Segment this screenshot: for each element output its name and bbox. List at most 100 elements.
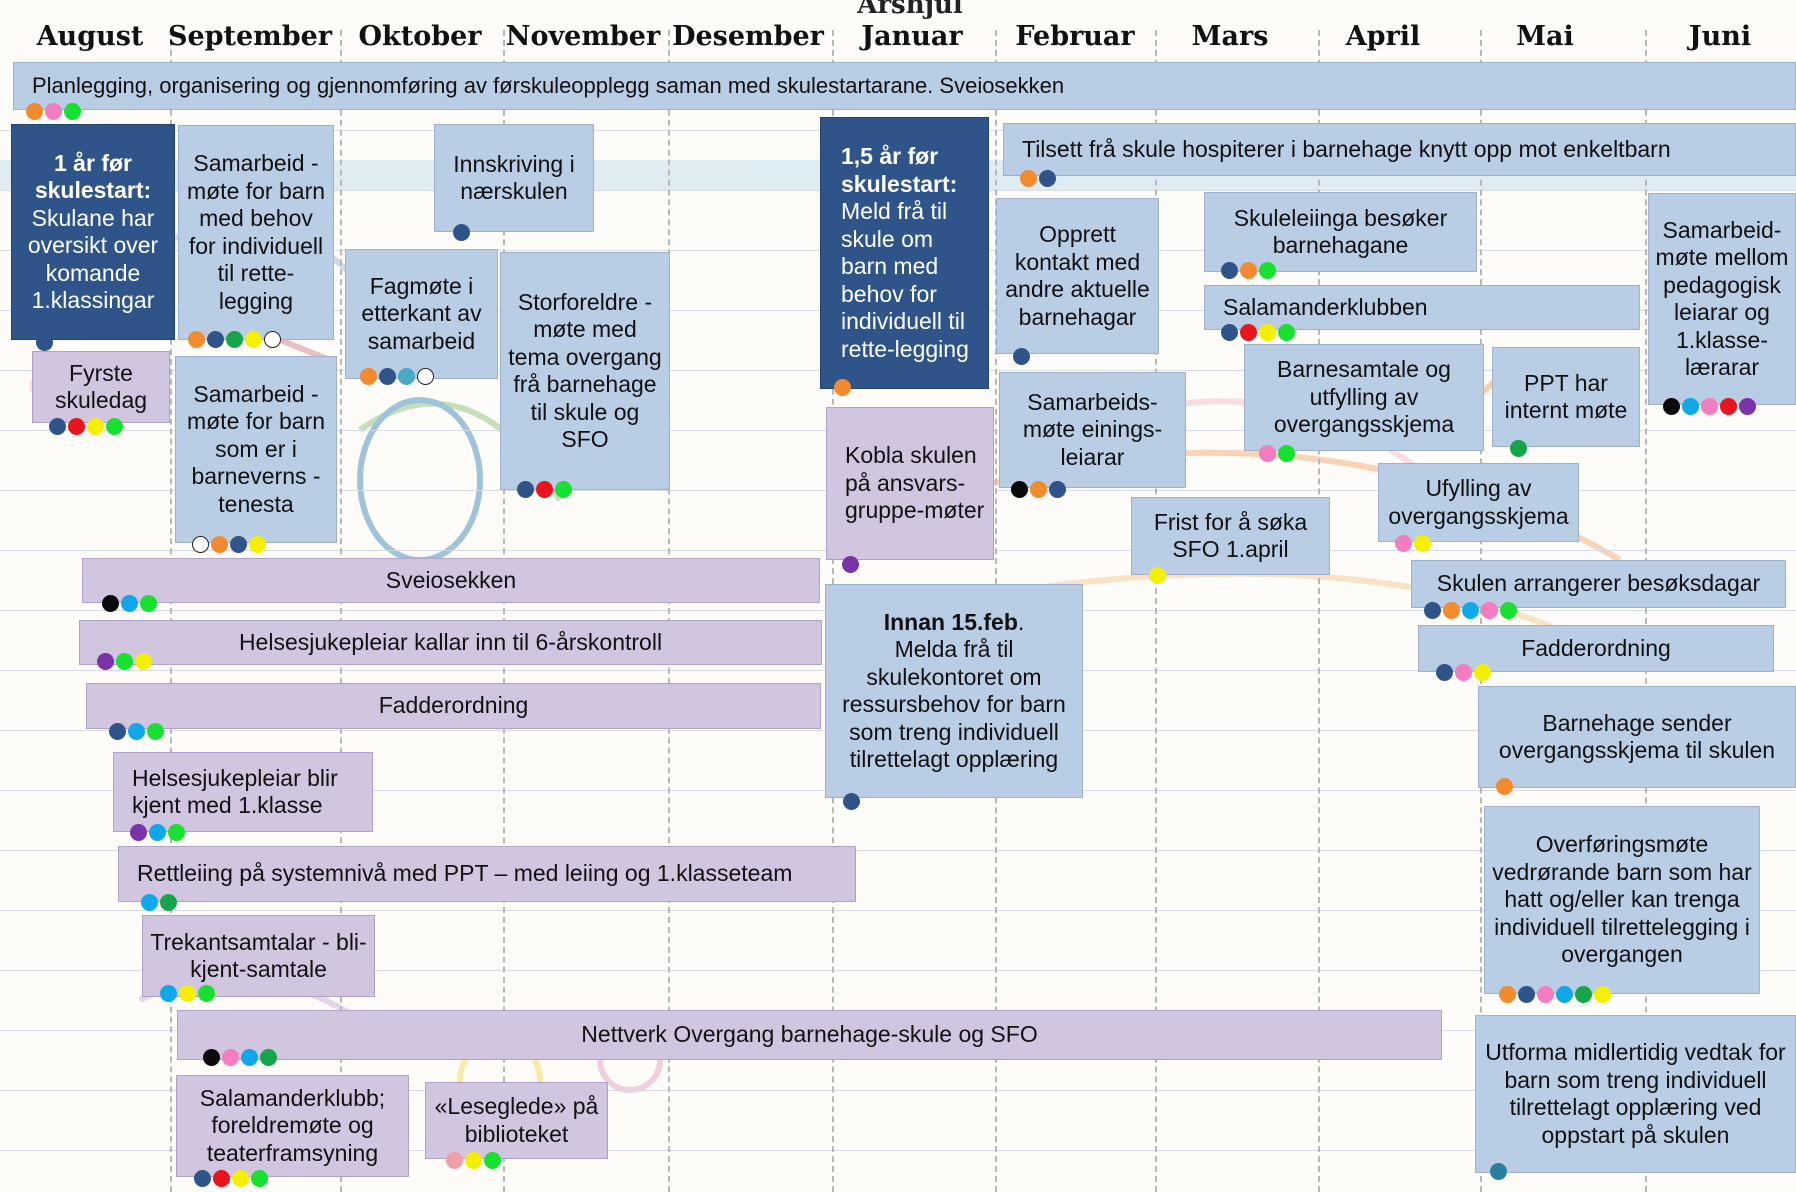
page-title-fragment: Årshjul [857,0,963,20]
event-trekantsamtalar: Trekantsamtalar - bli-kjent-samtale [142,915,375,997]
event-title-bold: Innan 15.feb [883,608,1018,635]
participant-dot-green [64,103,81,120]
participant-dots [203,1049,277,1066]
ruled-line [0,970,1796,971]
event-fagmote: Fagmøte i etterkant av samarbeid [345,249,498,379]
month-divider [1645,30,1647,1192]
event-text: Samarbeid -møte for barn som er i barnev… [186,380,326,517]
participant-dots [1499,986,1611,1003]
participant-dots [1424,602,1517,619]
participant-dot-navy [1436,664,1453,681]
month-april: April [1345,20,1421,52]
participant-dot-navy [49,418,66,435]
event-text: Utforma midlertidig vedtak for barn som … [1485,1039,1786,1148]
month-divider [170,30,172,1192]
participant-dot-navy [517,481,534,498]
event-text: Sveiosekken [385,566,517,593]
month-header: Årshjul August September Oktober Novembe… [0,0,1796,58]
ruled-line [0,910,1796,911]
event-text: Trekantsamtalar - bli-kjent-samtale [150,928,367,983]
event-samarbeidsmote-leiarar: Samarbeid-møte mellom pedagogisk leiarar… [1648,193,1796,405]
event-ppt-internt-mote: PPT har internt møte [1492,347,1640,447]
month-februar: Februar [1015,20,1135,52]
participant-dot-orange [1443,602,1460,619]
event-text: Samarbeids-møte einings-leiarar [1022,388,1163,470]
participant-dot-green [1278,324,1295,341]
participant-dot-white [192,536,209,553]
participant-dot-red [1720,398,1737,415]
participant-dot-cyan [121,595,138,612]
event-title: 1 år før skulestart: [34,149,152,204]
event-skuleleiinga-besoker: Skuleleiinga besøker barnehagane [1204,192,1477,272]
participant-dot-green [1278,445,1295,462]
event-text: Overføringsmøte vedrørande barn som har … [1492,831,1752,968]
participant-dot-green [198,985,215,1002]
participant-dot-pink [1455,664,1472,681]
month-oktober: Oktober [358,20,482,52]
participant-dot-yellow [1594,986,1611,1003]
participant-dots [160,985,215,1002]
participant-dot-green [251,1170,268,1187]
event-barnesamtale: Barnesamtale og utfylling av overgangssk… [1244,344,1484,451]
ruled-line [0,850,1796,851]
participant-dot-pink [1395,535,1412,552]
event-barnehage-sender: Barnehage sender overgangsskjema til sku… [1478,686,1796,788]
participant-dots [1436,664,1491,681]
participant-dot-orange [1499,986,1516,1003]
participant-dot-yellow [232,1170,249,1187]
month-juni: Juni [1688,20,1752,52]
event-text: Fyrste skuledag [54,359,148,414]
event-samarbeidsmote-einingsleiarar: Samarbeids-møte einings-leiarar [999,372,1186,488]
participant-dot-navy [36,334,53,351]
event-text: Frist for å søka SFO 1.april [1153,508,1308,563]
event-text: Skulane har oversikt over komande 1.klas… [27,204,159,314]
participant-dots [26,103,81,120]
month-mars: Mars [1191,20,1269,52]
month-mai: Mai [1516,20,1574,52]
event-text: Innskriving i nærskulen [453,150,575,205]
participant-dot-navy [453,224,470,241]
event-text: Salamanderklubb; foreldremøte og teaterf… [199,1084,386,1166]
participant-dot-yellow [87,418,104,435]
ruled-line [0,1150,1796,1151]
event-innskriving: Innskriving i nærskulen [434,124,594,232]
participant-dot-yellow [179,985,196,1002]
participant-dot-navy [379,368,396,385]
participant-dots [1663,398,1756,415]
participant-dots [1496,778,1513,795]
participant-dot-green [140,595,157,612]
participant-dot-yellow [1474,664,1491,681]
participant-dots [109,723,164,740]
event-text: Meld frå til skule om barn med behov for… [841,198,969,362]
participant-dot-orange [1496,778,1513,795]
event-text: Helsesjukepleiar kallar inn til 6-årskon… [238,628,663,655]
participant-dots [843,793,860,810]
participant-dot-cyan [149,824,166,841]
event-text: Samarbeid-møte mellom pedagogisk leiarar… [1655,216,1789,381]
participant-dot-cyan [141,894,158,911]
event-title: 1,5 år før skulestart: [841,143,958,197]
event-text: Fadderordning [378,692,529,719]
event-text: Opprett kontakt med andre aktuelle barne… [1005,221,1150,330]
participant-dot-yellow [1149,567,1166,584]
event-text: Helsesjukepleiar blir kjent med 1.klasse [132,764,338,819]
event-text: Barnesamtale og utfylling av overgangssk… [1273,356,1455,438]
month-divider [1318,30,1320,1192]
participant-dot-orange [188,331,205,348]
participant-dot-yellow [1414,535,1431,552]
participant-dot-white [417,368,434,385]
participant-dots [49,418,123,435]
participant-dots [36,334,53,351]
event-1-5-aar-for-skulestart: 1,5 år før skulestart: Meld frå til skul… [820,117,989,389]
participant-dots [360,368,434,385]
participant-dot-navy [1221,262,1238,279]
participant-dots [194,1170,268,1187]
participant-dot-dkgreen [160,894,177,911]
event-fadderordning-haust: Fadderordning [86,683,821,729]
participant-dot-green [106,418,123,435]
participant-dot-green [555,481,572,498]
participant-dots [1221,262,1276,279]
participant-dots [1013,348,1030,365]
event-text: Samarbeid -møte for barn med behov for i… [186,150,326,314]
